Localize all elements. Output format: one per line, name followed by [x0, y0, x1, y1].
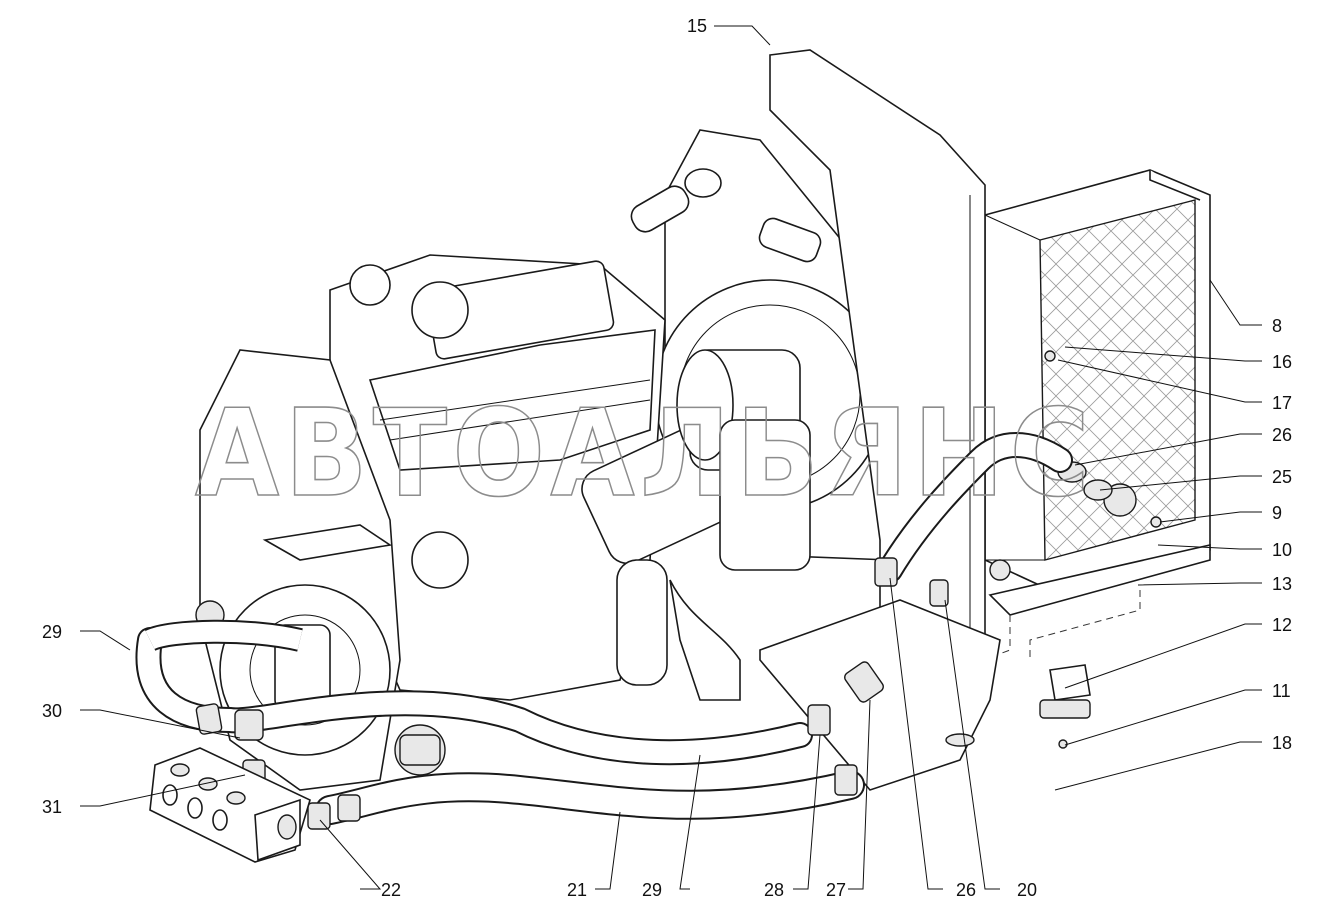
engine-block — [329, 254, 811, 701]
callout-30: 30 — [42, 701, 62, 721]
callout-11: 11 — [1272, 681, 1291, 701]
callout-22: 22 — [381, 880, 401, 900]
callout-31: 31 — [42, 797, 62, 817]
callout-10: 10 — [1272, 540, 1292, 560]
callout-26-bottom: 26 — [956, 880, 976, 900]
callout-27: 27 — [826, 880, 846, 900]
callout-12: 12 — [1272, 615, 1292, 635]
hose-29 — [135, 619, 813, 766]
callout-18: 18 — [1272, 733, 1292, 753]
callout-labels: 15 8 16 17 26 25 9 10 13 12 11 18 29 30 … — [42, 16, 1292, 900]
callout-9: 9 — [1272, 503, 1282, 523]
callout-29-bottom: 29 — [642, 880, 662, 900]
callout-8: 8 — [1272, 316, 1282, 336]
manifold-block — [149, 747, 311, 863]
callout-17: 17 — [1272, 393, 1292, 413]
hose-21 — [315, 770, 865, 825]
callout-26-top: 26 — [1272, 425, 1292, 445]
callout-16: 16 — [1272, 352, 1292, 372]
callout-20: 20 — [1017, 880, 1037, 900]
callout-25: 25 — [1272, 467, 1292, 487]
callout-21: 21 — [567, 880, 587, 900]
fittings — [195, 557, 949, 830]
hose-upper-radiator — [877, 432, 1073, 583]
callout-13: 13 — [1272, 574, 1292, 594]
callout-15: 15 — [687, 16, 707, 36]
callout-29-left: 29 — [42, 622, 62, 642]
leader-lines — [80, 25, 1262, 890]
callout-28: 28 — [764, 880, 784, 900]
intake-pipes — [630, 168, 822, 263]
radiator-core — [984, 169, 1211, 616]
watermark: АВТОАЛЬЯНС — [195, 385, 1095, 524]
